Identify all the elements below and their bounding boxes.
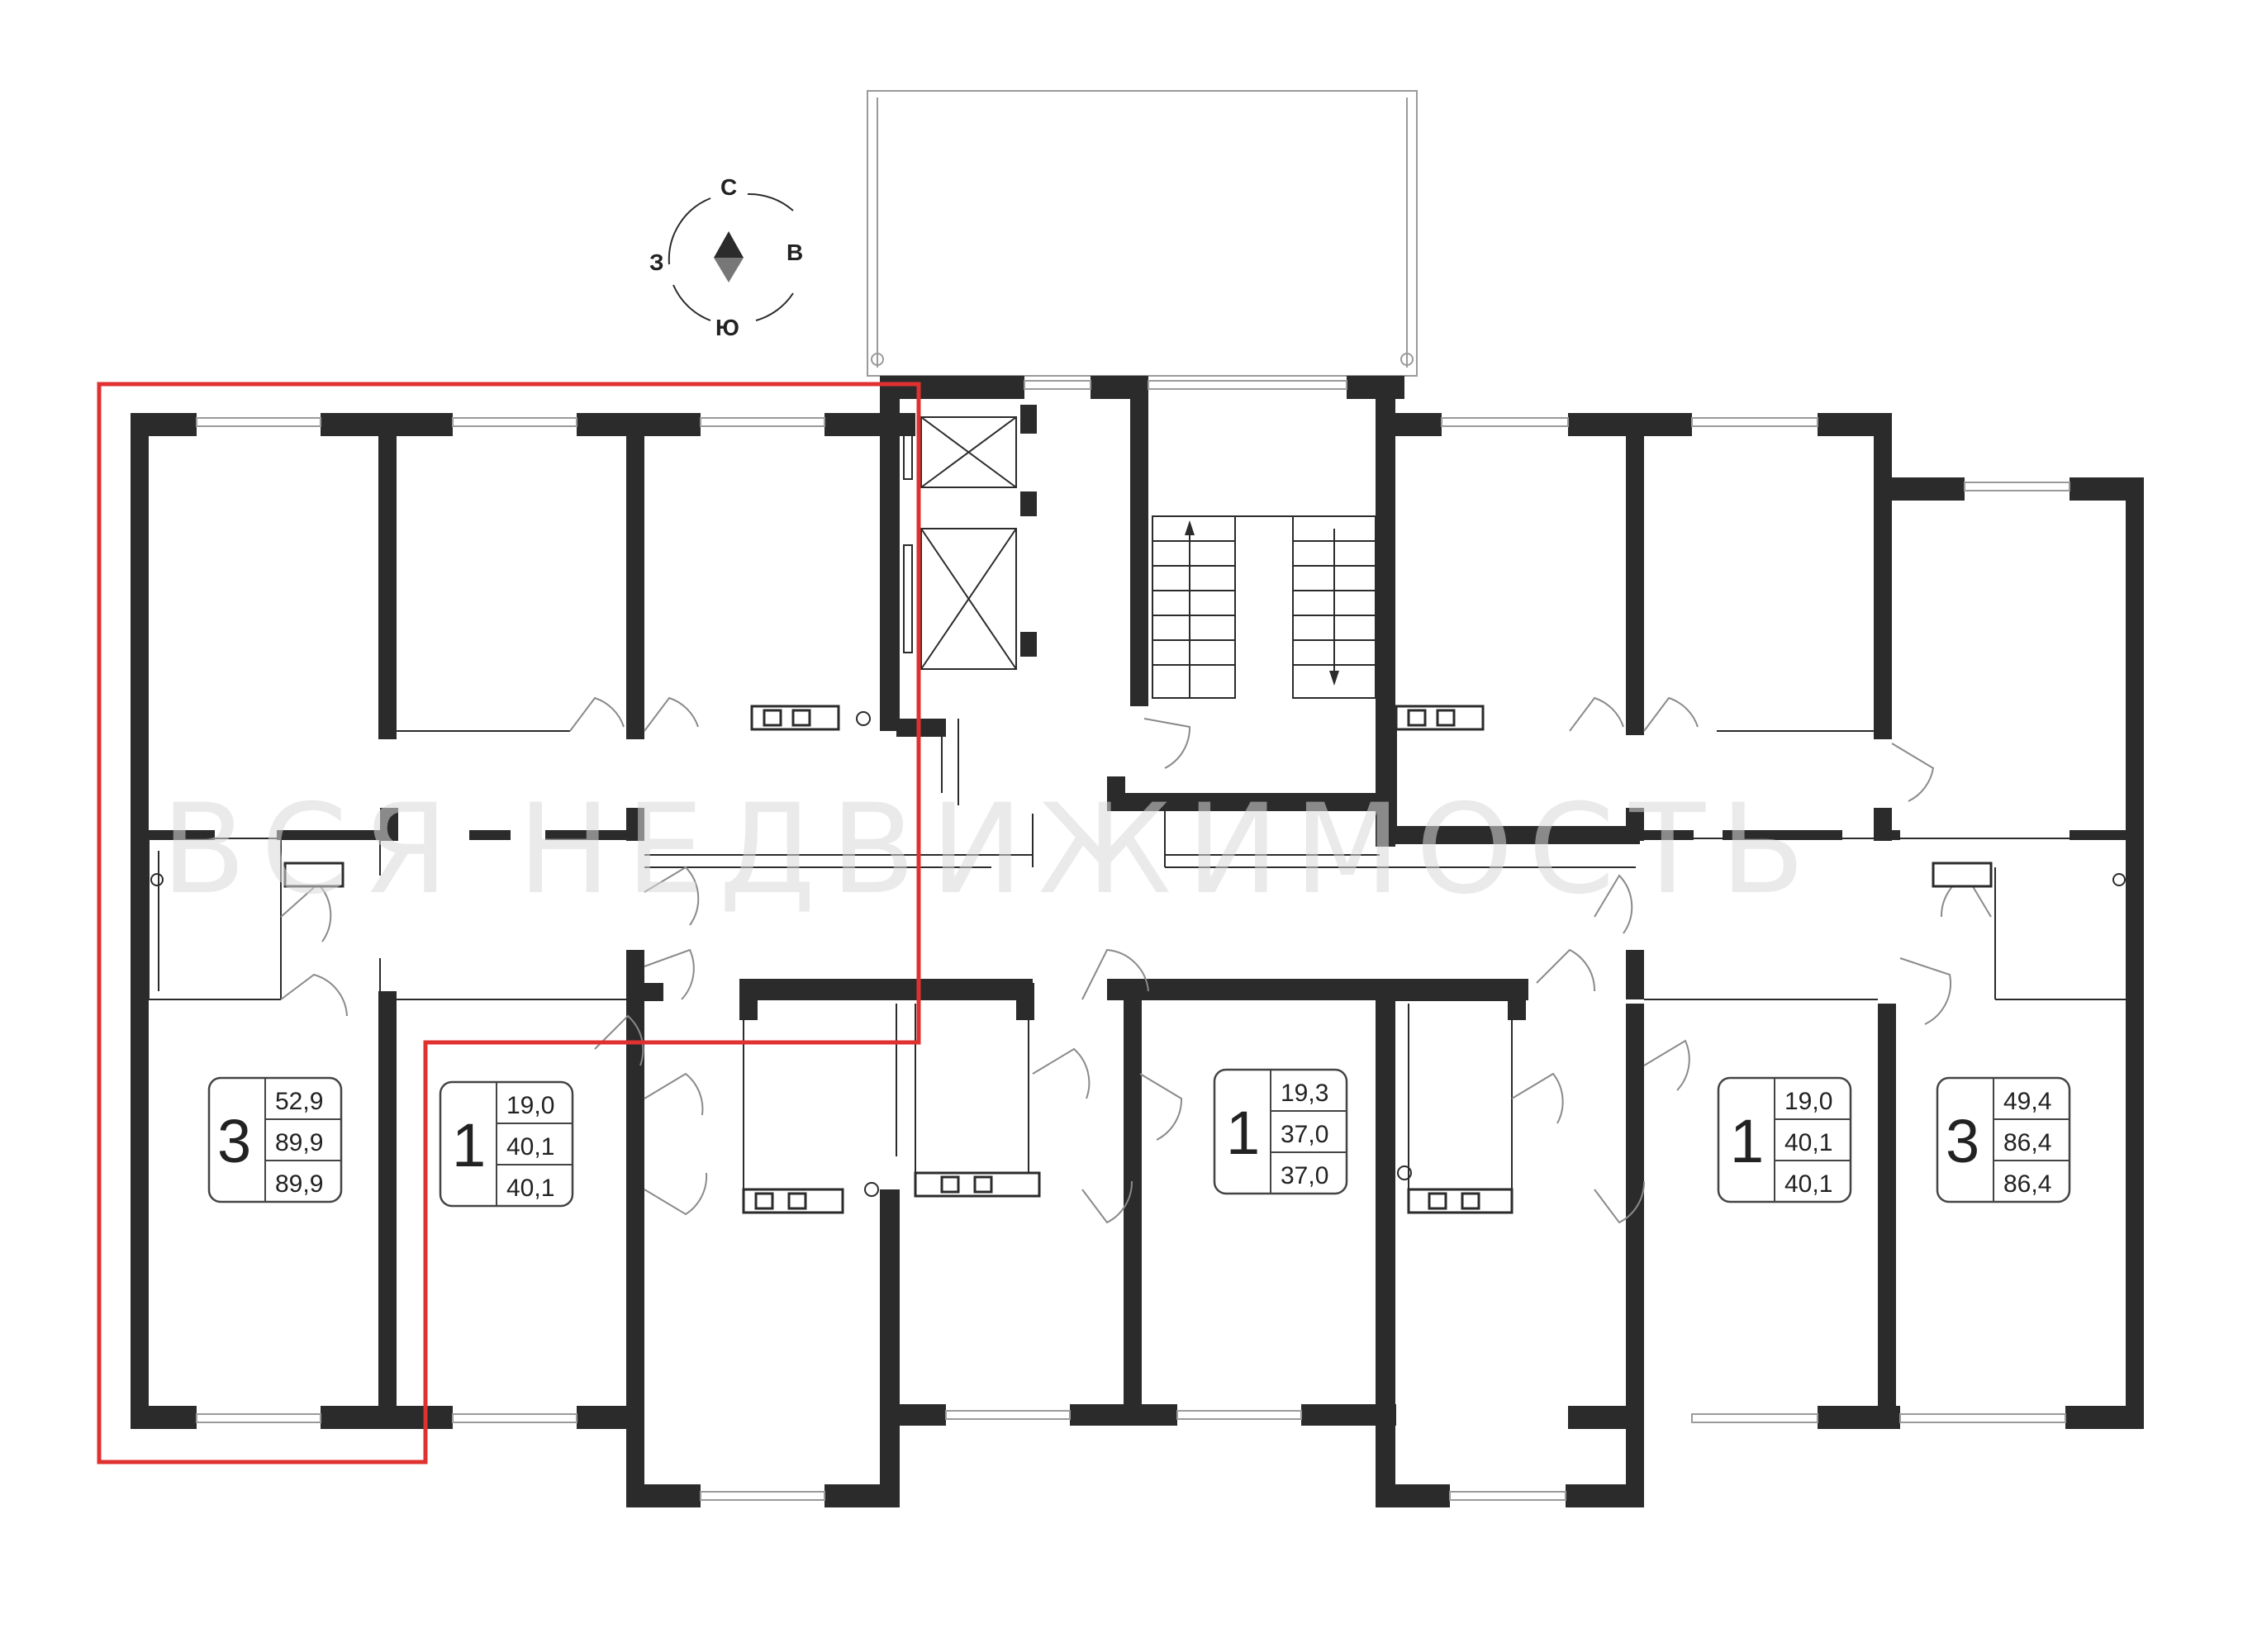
apartment-2-rooms: 1 (452, 1111, 486, 1180)
apartment-5-rooms: 3 (1946, 1107, 1979, 1175)
apartment-label-1: 3 52,9 89,9 89,9 (207, 1076, 343, 1203)
compass: С Ю З В (649, 174, 803, 340)
apartment-2-living-area: 19,0 (506, 1092, 554, 1119)
apartment-3-total-area: 37,0 (1281, 1121, 1328, 1148)
apartment-5-total-balcony-area: 86,4 (2003, 1170, 2051, 1198)
apartment-4-rooms: 1 (1730, 1107, 1764, 1175)
apartment-1-rooms: 3 (217, 1107, 251, 1175)
apartment-2-total-area: 40,1 (506, 1133, 554, 1161)
apartment-label-5: 3 49,4 86,4 86,4 (1936, 1076, 2071, 1203)
apartment-3-total-balcony-area: 37,0 (1281, 1162, 1328, 1189)
terrace (867, 90, 1418, 377)
apartment-4-total-area: 40,1 (1784, 1129, 1832, 1156)
apartment-label-4: 1 19,0 40,1 40,1 (1717, 1076, 1852, 1203)
compass-south: Ю (715, 315, 739, 340)
staircase (1152, 515, 1376, 699)
compass-west: З (649, 249, 664, 275)
compass-east: В (786, 240, 803, 265)
apartment-2-total-balcony-area: 40,1 (506, 1175, 554, 1202)
apartment-label-2: 1 19,0 40,1 40,1 (439, 1080, 574, 1208)
apartment-5-living-area: 49,4 (2003, 1088, 2051, 1115)
stair-down-arrow-icon (1329, 671, 1339, 686)
apartment-5-total-area: 86,4 (2003, 1129, 2051, 1156)
apartment-3-living-area: 19,3 (1281, 1080, 1328, 1107)
exterior-walls (131, 376, 2144, 1507)
apartment-1-total-balcony-area: 89,9 (275, 1170, 323, 1198)
compass-north: С (720, 174, 737, 200)
elevator-shafts (903, 416, 1017, 670)
compass-south-arrow-icon (714, 258, 744, 282)
selected-apartment-outline[interactable] (97, 382, 921, 1464)
stair-up-arrow-icon (1185, 520, 1195, 535)
windows (196, 380, 2070, 1501)
apartment-4-living-area: 19,0 (1784, 1088, 1832, 1115)
wall-stubs (149, 405, 2127, 1429)
compass-north-arrow-icon (714, 231, 744, 258)
apartment-1-total-area: 89,9 (275, 1129, 323, 1156)
apartment-1-living-area: 52,9 (275, 1088, 323, 1115)
kitchen-fixtures (150, 705, 2126, 1214)
apartment-4-total-balcony-area: 40,1 (1784, 1170, 1832, 1198)
watermark-text: ВСЯ НЕДВИЖИМОСТЬ (161, 778, 1820, 922)
apartment-3-rooms: 1 (1226, 1099, 1260, 1167)
apartment-label-3: 1 19,3 37,0 37,0 (1213, 1068, 1348, 1195)
